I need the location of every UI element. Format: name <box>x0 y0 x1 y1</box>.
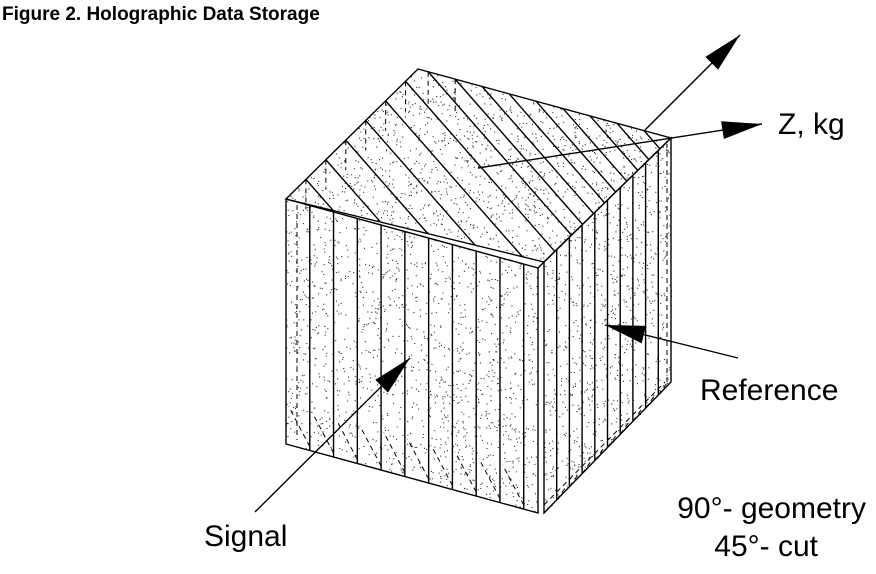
signal-arrow-head <box>375 358 410 393</box>
top-grating-line <box>345 139 429 235</box>
top-grating-line <box>589 115 639 171</box>
z-axis-arrow-line <box>477 123 763 169</box>
cut-label: 45°- cut <box>714 530 818 563</box>
reference-arrow-head <box>605 325 646 344</box>
reference-label: Reference <box>700 374 839 407</box>
top-grating-line <box>427 71 573 236</box>
front-hidden-diagonal <box>383 432 406 473</box>
top-grating-line <box>454 78 584 225</box>
signal-label: Signal <box>204 520 288 553</box>
front-hidden-diagonal <box>359 425 382 467</box>
front-hidden-diagonal <box>311 412 334 454</box>
top-grating-line <box>305 178 334 212</box>
right-bottom-hidden-edge <box>543 381 666 506</box>
top-grating-line <box>616 122 650 161</box>
top-grating-line <box>481 86 595 215</box>
front-face-outline <box>285 198 539 514</box>
front-hidden-diagonal <box>478 458 501 499</box>
front-hidden-diagonal <box>288 406 311 447</box>
top-grating-line <box>508 93 606 204</box>
top-grating-line <box>562 108 628 182</box>
figure-title: Figure 2. Holographic Data Storage <box>2 4 320 25</box>
front-hidden-diagonal <box>430 445 453 486</box>
front-face-stipple <box>286 200 540 513</box>
top-grating-line <box>643 130 661 150</box>
z-up-arrow-head <box>705 35 740 70</box>
front-hidden-diagonal <box>502 464 525 506</box>
top-grating-line <box>325 159 382 223</box>
geometry-label: 90°- geometry <box>677 492 866 525</box>
top-grating-line <box>405 80 556 252</box>
z-axis-arrow-head <box>721 121 762 140</box>
z-axis-label: Z, kg <box>778 108 845 141</box>
top-grating-line <box>535 100 617 193</box>
front-hidden-diagonal <box>335 419 358 460</box>
front-hidden-diagonal <box>407 438 430 480</box>
corner-edge <box>537 261 545 269</box>
front-hidden-diagonal <box>454 451 477 493</box>
top-grating-line <box>385 100 523 258</box>
right-face-outline <box>543 136 672 515</box>
top-grating-line <box>365 120 476 246</box>
